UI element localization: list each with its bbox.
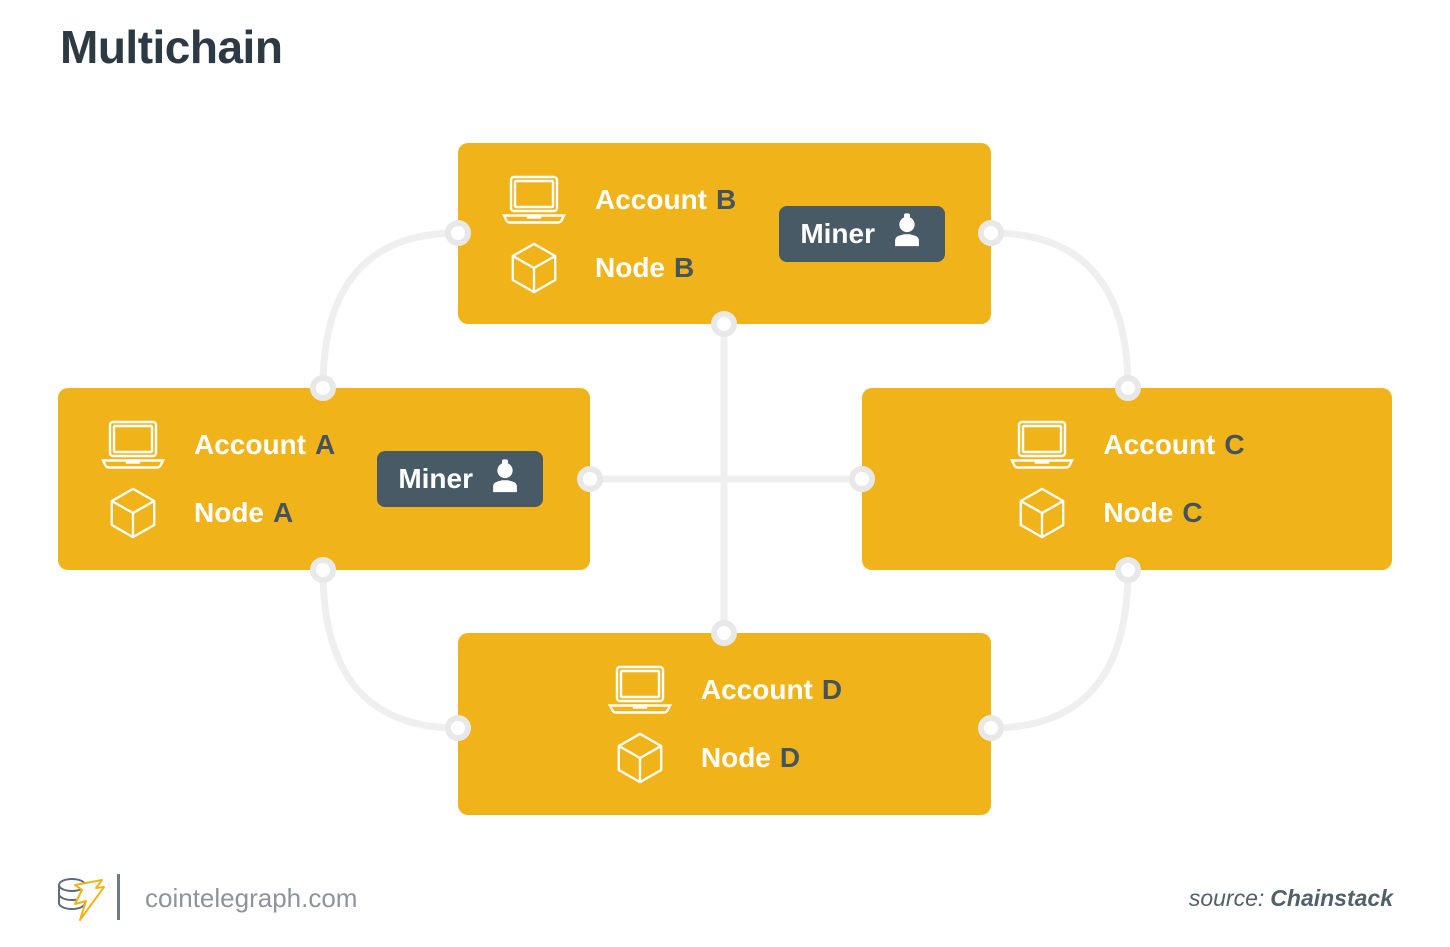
cube-icon [100,486,166,540]
node-letter: A [273,497,294,528]
node-letter: B [674,251,695,283]
cube-icon [607,731,673,785]
miner-icon [890,213,924,254]
footer-source-text: source:Chainstack [1189,885,1393,912]
footer-site-text: cointelegraph.com [145,883,358,913]
laptop-icon [501,175,567,225]
account-letter: C [1224,429,1245,460]
account-letter: B [716,183,737,215]
laptop-icon [100,420,166,470]
source-name: Chainstack [1270,885,1393,911]
node-letter: C [1182,497,1203,528]
laptop-icon [1009,420,1075,470]
source-prefix: source: [1188,885,1265,911]
cube-icon [501,241,567,295]
miner-badge-label: Miner [398,463,473,494]
miner-badge: Miner [779,205,945,262]
cointelegraph-logo-icon [54,872,106,929]
curve-c-to-d [987,566,1132,732]
footer-divider [117,874,120,920]
account-letter: D [821,674,843,705]
cube-icon [1009,486,1075,540]
curve-a-to-d [319,566,462,732]
curve-b-to-a [319,229,462,392]
account-letter: A [315,429,336,460]
laptop-icon [607,665,673,715]
page-title: Multichain [60,21,283,73]
node-letter: D [779,742,801,773]
curve-b-to-c [987,229,1132,392]
miner-badge-label: Miner [800,217,875,249]
miner-icon [488,458,522,500]
miner-badge: Miner [377,451,543,507]
